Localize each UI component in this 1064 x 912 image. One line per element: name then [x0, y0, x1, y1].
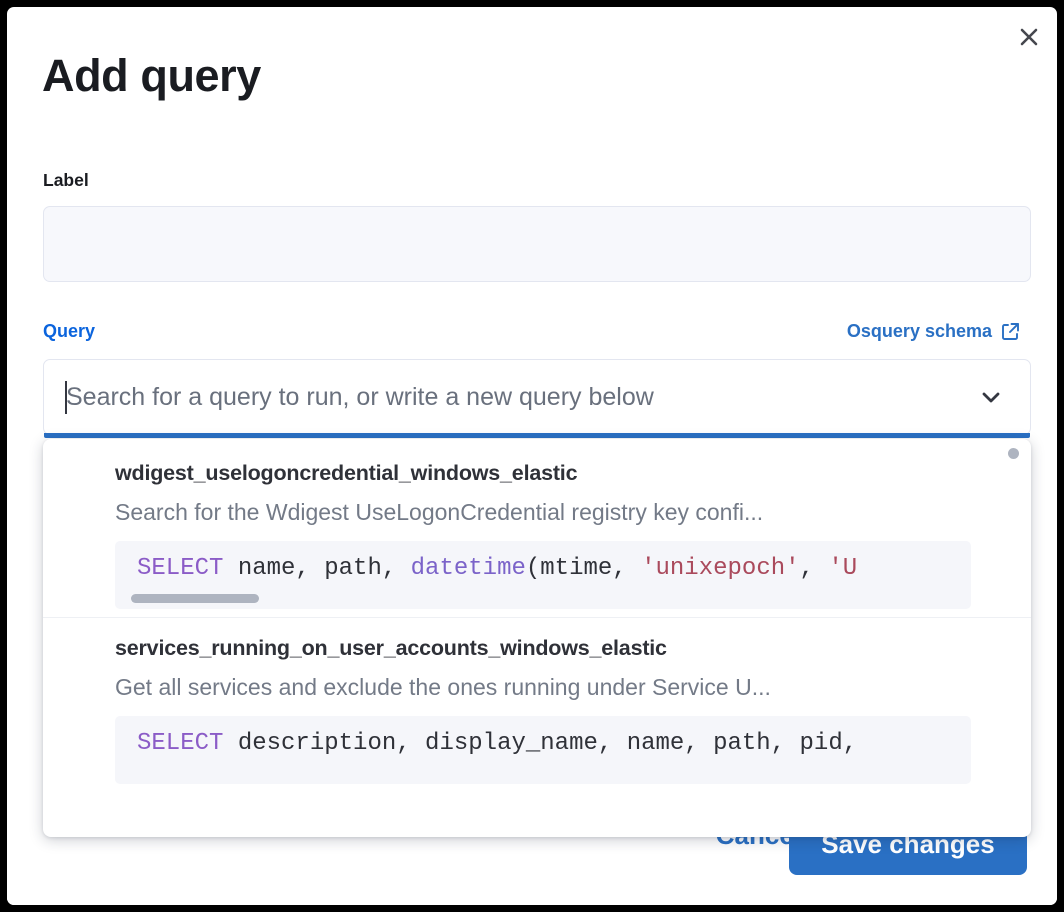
sql-token: description, display_name, name, path, p…: [223, 730, 858, 757]
sql-snippet: SELECT name, path, datetime(mtime, 'unix…: [137, 555, 971, 584]
sql-token: name, path,: [223, 555, 411, 582]
chevron-down-icon-glyph: [982, 392, 1000, 403]
dropdown-item-description: Search for the Wdigest UseLogonCredentia…: [115, 499, 764, 525]
sql-token: SELECT: [137, 730, 224, 757]
dropdown-item-title: wdigest_uselogoncredential_windows_elast…: [115, 461, 578, 485]
sql-token: ,: [799, 555, 829, 582]
sql-token: SELECT: [137, 555, 224, 582]
dropdown-item[interactable]: services_running_on_user_accounts_window…: [43, 617, 1031, 784]
close-icon-glyph: [1020, 28, 1038, 46]
external-link-icon: [1002, 323, 1019, 340]
dropdown-item[interactable]: wdigest_uselogoncredential_windows_elast…: [43, 439, 1031, 609]
code-horizontal-scrollbar[interactable]: [131, 594, 259, 603]
chevron-down-icon[interactable]: [976, 382, 1006, 412]
dropdown-list: wdigest_uselogoncredential_windows_elast…: [43, 439, 1031, 784]
dropdown-scrollbar[interactable]: [1008, 448, 1019, 459]
query-combobox[interactable]: [43, 359, 1031, 438]
page-title: Add query: [42, 50, 261, 101]
close-icon[interactable]: [1011, 19, 1047, 55]
query-suggestions-dropdown: wdigest_uselogoncredential_windows_elast…: [43, 439, 1031, 837]
label-input[interactable]: [43, 206, 1031, 282]
osquery-schema-link-label: Osquery schema: [846, 321, 992, 341]
osquery-schema-link[interactable]: Osquery schema: [847, 321, 1021, 342]
sql-token: datetime: [410, 555, 526, 582]
dropdown-item-title: services_running_on_user_accounts_window…: [115, 636, 667, 660]
sql-snippet: SELECT description, display_name, name, …: [137, 730, 971, 759]
dropdown-item-code-block: SELECT name, path, datetime(mtime, 'unix…: [115, 541, 971, 609]
sql-token: 'unixepoch': [641, 555, 800, 582]
dropdown-item-code-block: SELECT description, display_name, name, …: [115, 716, 971, 784]
query-field-label: Query: [43, 321, 96, 341]
sql-token: 'U: [828, 555, 858, 582]
dropdown-item-description: Get all services and exclude the ones ru…: [115, 674, 771, 700]
sql-token: (mtime,: [525, 555, 642, 582]
add-query-modal: Add query Label Query Osquery schema Can…: [7, 7, 1057, 905]
query-search-input[interactable]: [66, 360, 966, 434]
label-field-label: Label: [43, 170, 89, 190]
